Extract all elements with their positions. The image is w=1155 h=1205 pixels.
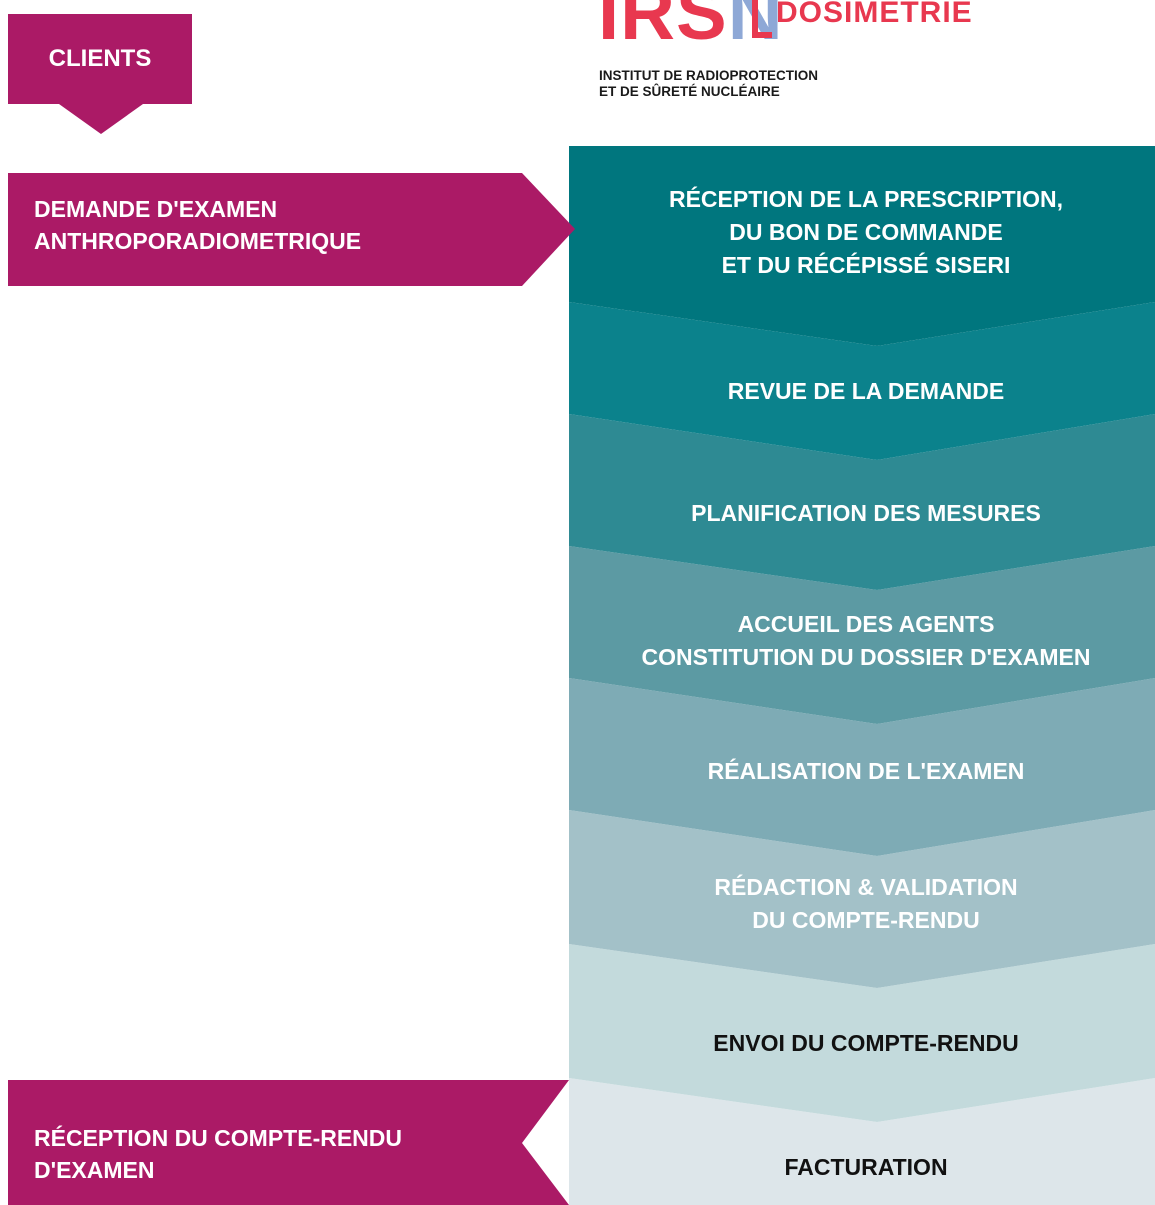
step-5-label: RÉALISATION DE L'EXAMEN — [707, 758, 1025, 784]
step-8-label: FACTURATION — [784, 1154, 948, 1180]
logo-institute-line2: ET DE SÛRETÉ NUCLÉAIRE — [599, 84, 780, 99]
step-6-line2: DU COMPTE-RENDU — [752, 907, 980, 933]
step-1-line2: DU BON DE COMMANDE — [729, 219, 1003, 245]
request-arrow — [8, 173, 575, 286]
step-4-line2: CONSTITUTION DU DOSSIER D'EXAMEN — [641, 644, 1091, 670]
logo-bracket — [752, 0, 772, 38]
step-4-line1: ACCUEIL DES AGENTS — [737, 611, 995, 637]
step-8-shape — [569, 1078, 1155, 1205]
client-reception-line2: D'EXAMEN — [34, 1157, 155, 1183]
logo-dosimetrie: DOSIMÉTRIE — [776, 0, 973, 29]
logo-institute-name: INSTITUT DE RADIOPROTECTION ET DE SÛRETÉ… — [599, 68, 818, 100]
step-2-label: REVUE DE LA DEMANDE — [727, 378, 1005, 404]
step-7-label: ENVOI DU COMPTE-RENDU — [713, 1030, 1019, 1056]
step-4-shape — [569, 546, 1155, 724]
client-request-text: DEMANDE D'EXAMEN ANTHROPORADIOMETRIQUE — [34, 193, 361, 257]
step-6-shape — [569, 810, 1155, 988]
reception-arrow — [8, 1080, 569, 1205]
clients-header: CLIENTS — [8, 14, 192, 104]
step-7-shape — [569, 944, 1155, 1122]
step-6-line1: RÉDACTION & VALIDATION — [714, 874, 1018, 900]
step-3-label: PLANIFICATION DES MESURES — [691, 500, 1041, 526]
step-1-line3: ET DU RÉCÉPISSÉ SISERI — [721, 252, 1011, 278]
client-request-line1: DEMANDE D'EXAMEN — [34, 196, 278, 222]
logo-institute-line1: INSTITUT DE RADIOPROTECTION — [599, 68, 818, 83]
step-6-label: RÉDACTION & VALIDATION DU COMPTE-RENDU — [575, 871, 1155, 937]
step-4-label: ACCUEIL DES AGENTS CONSTITUTION DU DOSSI… — [575, 608, 1155, 674]
step-1-label: RÉCEPTION DE LA PRESCRIPTION, DU BON DE … — [575, 183, 1155, 282]
client-reception-text: RÉCEPTION DU COMPTE-RENDU D'EXAMEN — [34, 1122, 402, 1186]
client-reception-line1: RÉCEPTION DU COMPTE-RENDU — [34, 1125, 403, 1151]
step-2-shape — [569, 302, 1155, 460]
step-3-shape — [569, 414, 1155, 590]
client-request-line2: ANTHROPORADIOMETRIQUE — [34, 228, 362, 254]
clients-down-arrow — [59, 104, 143, 134]
step-1-line1: RÉCEPTION DE LA PRESCRIPTION, — [668, 186, 1064, 212]
step-1-shape — [569, 146, 1155, 346]
step-5-shape — [569, 678, 1155, 856]
